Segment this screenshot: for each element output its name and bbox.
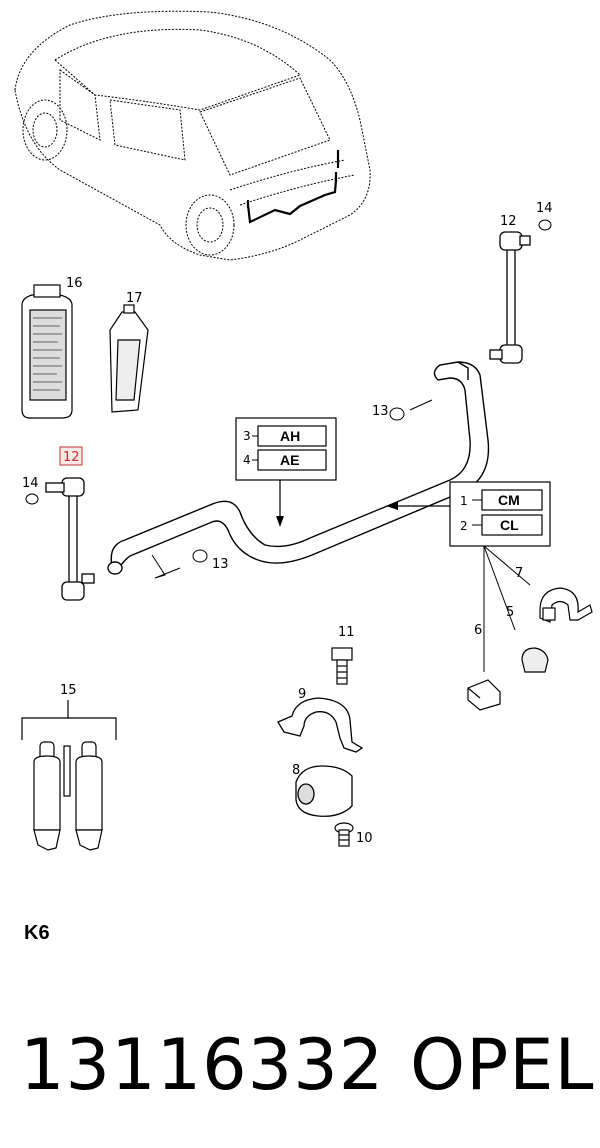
stabilizer-bar (107, 361, 490, 575)
clamp-9 (277, 697, 364, 753)
bracket-clamp (539, 587, 593, 623)
variant-index-3: 3 (243, 429, 251, 443)
nut-14-left (25, 493, 39, 505)
callout-13-bottom: 13 (212, 557, 229, 572)
variant-code-CM: CM (498, 492, 520, 508)
gas-cylinders (33, 741, 103, 851)
variant-box-left: 3 4 AH AE (235, 417, 337, 527)
variant-code-CL: CL (500, 517, 519, 533)
callout-14-top: 14 (536, 201, 553, 216)
fluid-bottle (21, 284, 73, 419)
callout-12-top: 12 (500, 214, 517, 229)
callout-12-left: 12 (63, 450, 80, 465)
bar-break-lines (151, 399, 433, 579)
callout-5: 5 (506, 605, 514, 620)
section-code: K6 (24, 922, 50, 944)
highlight-box-12 (59, 446, 83, 466)
callout-6: 6 (474, 623, 482, 638)
stabilizer-link-right (489, 231, 531, 364)
rubber-bushing-small (521, 647, 549, 673)
callout-15: 15 (60, 683, 77, 698)
callout-14-left: 14 (22, 476, 39, 491)
callout-11: 11 (338, 625, 355, 640)
footer: 13116332 OPEL (20, 1010, 600, 1120)
callout-7: 7 (515, 566, 523, 581)
variant-code-AE: AE (280, 452, 299, 468)
brand-name: OPEL (410, 1024, 595, 1106)
bolt-11 (331, 647, 353, 685)
exploded-parts-diagram: 16 17 12 14 13 13 12 14 (14, 10, 593, 851)
nut-13-bottom (192, 549, 208, 563)
callout-8: 8 (292, 763, 300, 778)
variant-index-2: 2 (460, 519, 468, 533)
stabilizer-link-left (45, 477, 95, 601)
variant-box-right: 1 2 CM CL (386, 481, 551, 672)
variant-index-4: 4 (243, 453, 251, 467)
nut-14-top (538, 219, 552, 231)
callout-17: 17 (126, 291, 143, 306)
car-illustration (14, 10, 371, 261)
nut-13-top (389, 407, 405, 421)
bracket-15 (21, 700, 117, 740)
callout-10: 10 (356, 831, 373, 846)
car-stabilizer-highlight (246, 150, 340, 224)
rubber-bushing-8 (295, 765, 353, 817)
variant-code-AH: AH (280, 428, 300, 444)
part-number: 13116332 (20, 1024, 385, 1106)
callout-13-top: 13 (372, 404, 389, 419)
bolt-10 (334, 822, 354, 847)
insert-block (467, 679, 501, 711)
grease-tube (109, 304, 149, 413)
callout-16: 16 (66, 276, 83, 291)
variant-index-1: 1 (460, 494, 468, 508)
callout-9: 9 (298, 687, 306, 702)
